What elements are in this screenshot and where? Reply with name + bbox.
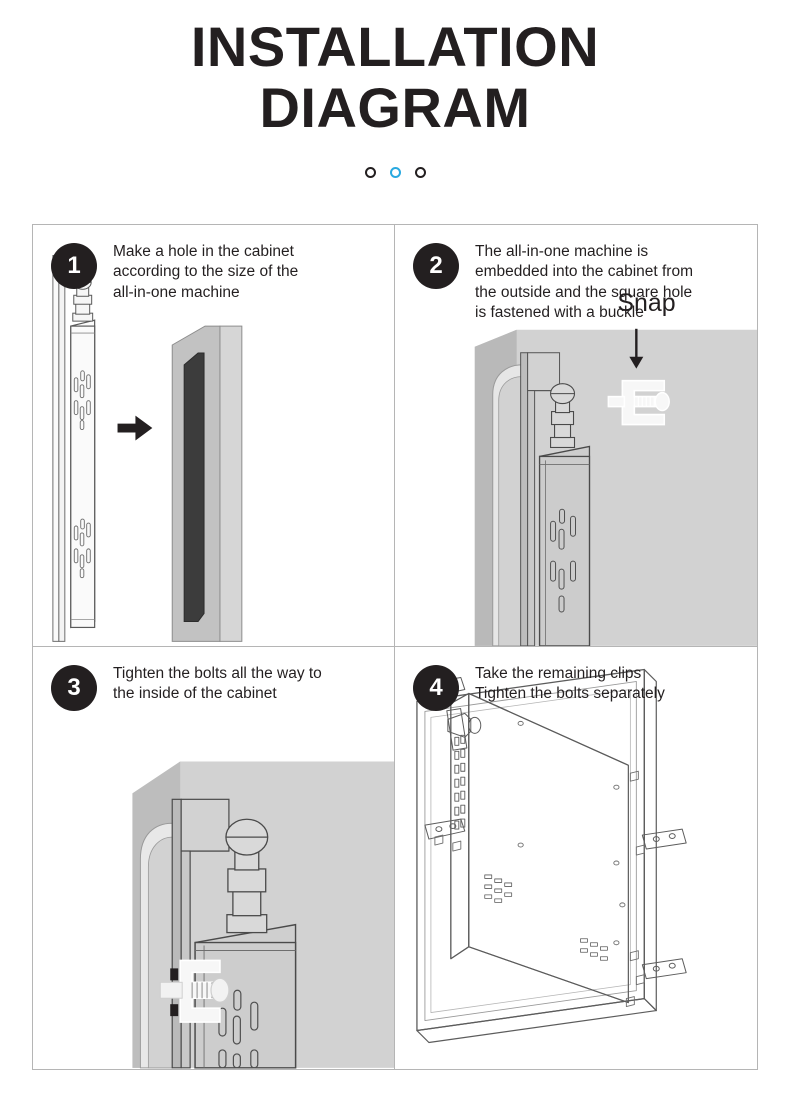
step-3-badge: 3 (51, 665, 97, 711)
step-panel-2: Snap (395, 225, 757, 647)
snap-annotation: Snap (607, 289, 676, 426)
step-2-text: The all-in-one machine is embedded into … (475, 243, 693, 322)
step-1-badge: 1 (51, 243, 97, 289)
bolt-assembly (225, 818, 269, 934)
step-1-header: 1 Make a hole in the cabinet according t… (33, 225, 394, 303)
step-panel-1: 1 Make a hole in the cabinet according t… (33, 225, 395, 647)
page-title-line-1: INSTALLATION (190, 15, 600, 78)
carousel-dot-2[interactable] (389, 167, 401, 179)
carousel-dot-1[interactable] (364, 167, 376, 179)
snap-label: Snap (617, 289, 675, 317)
step-3-text: Tighten the bolts all the way to the ins… (113, 665, 322, 703)
vent-slots-lower (73, 518, 91, 579)
vent-slots (218, 989, 259, 1069)
step-2-illustration: Snap (395, 225, 757, 646)
carousel-dot-3[interactable] (414, 167, 426, 179)
step-3-illustration (33, 647, 394, 1069)
cabinet-face (474, 329, 757, 646)
step-2-header: 2 The all-in-one machine is embedded int… (395, 225, 757, 324)
vent-cluster-left (484, 874, 513, 903)
step-panel-3: 3 Tighten the bolts all the way to the i… (33, 647, 395, 1069)
screw-holes (517, 720, 626, 946)
all-in-one-machine-body (159, 818, 297, 1069)
page-title-line-2: DIAGRAM (259, 75, 531, 139)
machine-bezel (520, 352, 561, 646)
module-vents (454, 734, 466, 830)
step-4-header: 4 Take the remaining clips Tighten the b… (395, 647, 757, 711)
mounting-clips (424, 677, 687, 980)
bolt-assembly (550, 383, 576, 449)
machine-bezel (171, 798, 230, 1069)
step-1-text: Make a hole in the cabinet according to … (113, 243, 299, 301)
carousel-dots (0, 166, 790, 180)
all-in-one-machine-side-view (52, 255, 96, 642)
buckle-clip (607, 379, 670, 426)
snap-down-arrow-icon (629, 328, 644, 369)
step-4-badge: 4 (413, 665, 459, 711)
step-3-header: 3 Tighten the bolts all the way to the i… (33, 647, 394, 711)
frame-tabs (434, 693, 645, 1008)
all-in-one-machine-body (538, 383, 591, 646)
step-4-text: Take the remaining clips Tighten the bol… (475, 665, 665, 703)
page-header: INSTALLATION DIAGRAM (0, 0, 790, 180)
installed-clip (159, 959, 230, 1023)
step-2-badge: 2 (413, 243, 459, 289)
step-panel-4: 4 Take the remaining clips Tighten the b… (395, 647, 757, 1069)
cabinet-body (171, 325, 243, 642)
bolt-assembly (446, 708, 482, 751)
direction-arrow-icon (117, 415, 153, 441)
vent-slots-upper (73, 370, 91, 430)
vent-slots (550, 508, 576, 613)
steps-grid: 1 Make a hole in the cabinet according t… (32, 224, 758, 1070)
rear-isometric-machine (416, 668, 687, 1044)
vent-cluster-right (580, 938, 608, 961)
